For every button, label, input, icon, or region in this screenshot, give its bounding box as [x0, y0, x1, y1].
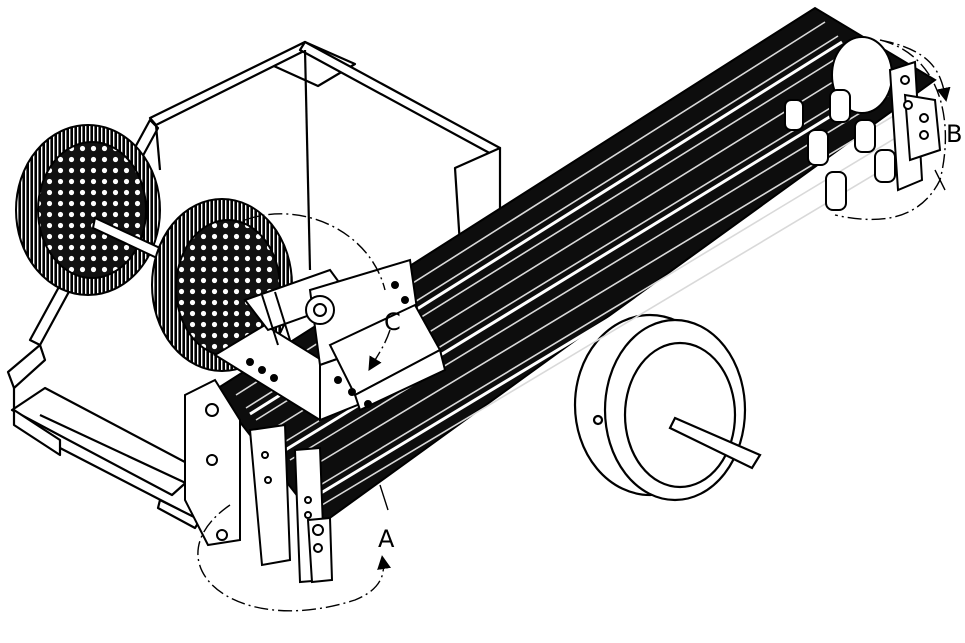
callout-labels: A B C: [378, 120, 962, 553]
gear-wheel-back: [15, 124, 161, 296]
end-bracket-a: [184, 378, 334, 584]
leader-lines: [379, 169, 946, 511]
rotation-arc-c-head: [368, 329, 391, 372]
gear-wheel-front: [151, 198, 293, 372]
label-b: B: [946, 120, 962, 148]
rotation-arc-c: [244, 213, 386, 291]
rotation-arc-a: [197, 504, 391, 612]
motor-mount-c: [213, 258, 447, 422]
extrusion-rail-beam: [213, 6, 937, 527]
drive-wheel-right: [573, 313, 762, 502]
label-a: A: [378, 525, 395, 553]
end-bracket-b: [784, 36, 942, 211]
label-c: C: [384, 308, 401, 336]
rotation-arc-b-head: [879, 39, 951, 102]
